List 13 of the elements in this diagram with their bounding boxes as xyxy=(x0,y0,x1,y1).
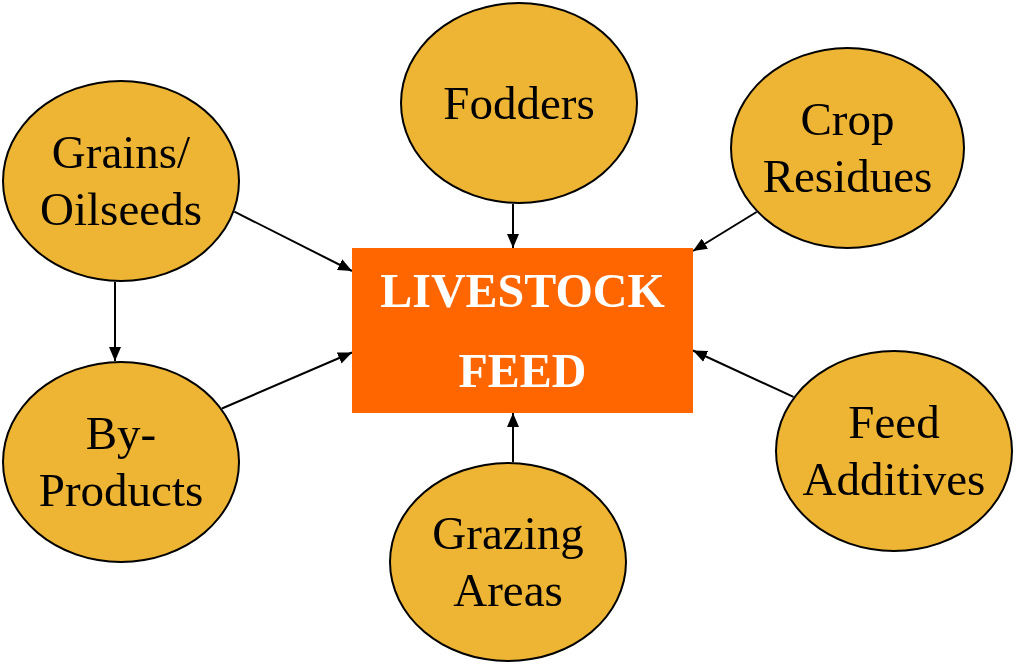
arrow xyxy=(507,412,519,464)
node-label: LIVESTOCK FEED xyxy=(379,262,666,399)
arrow xyxy=(233,210,353,272)
arrow xyxy=(692,211,758,252)
rectangle-node xyxy=(352,248,693,413)
arrow xyxy=(109,280,121,363)
node-label: Feed Additives xyxy=(801,395,987,507)
arrow xyxy=(507,202,519,249)
node-label: Fodders xyxy=(443,75,595,131)
node-label: Grains/ Oilseeds xyxy=(39,125,203,237)
node-label: Grazing Areas xyxy=(431,506,585,618)
node-label: Crop Residues xyxy=(761,92,934,204)
node-label: By-Products xyxy=(37,406,205,518)
